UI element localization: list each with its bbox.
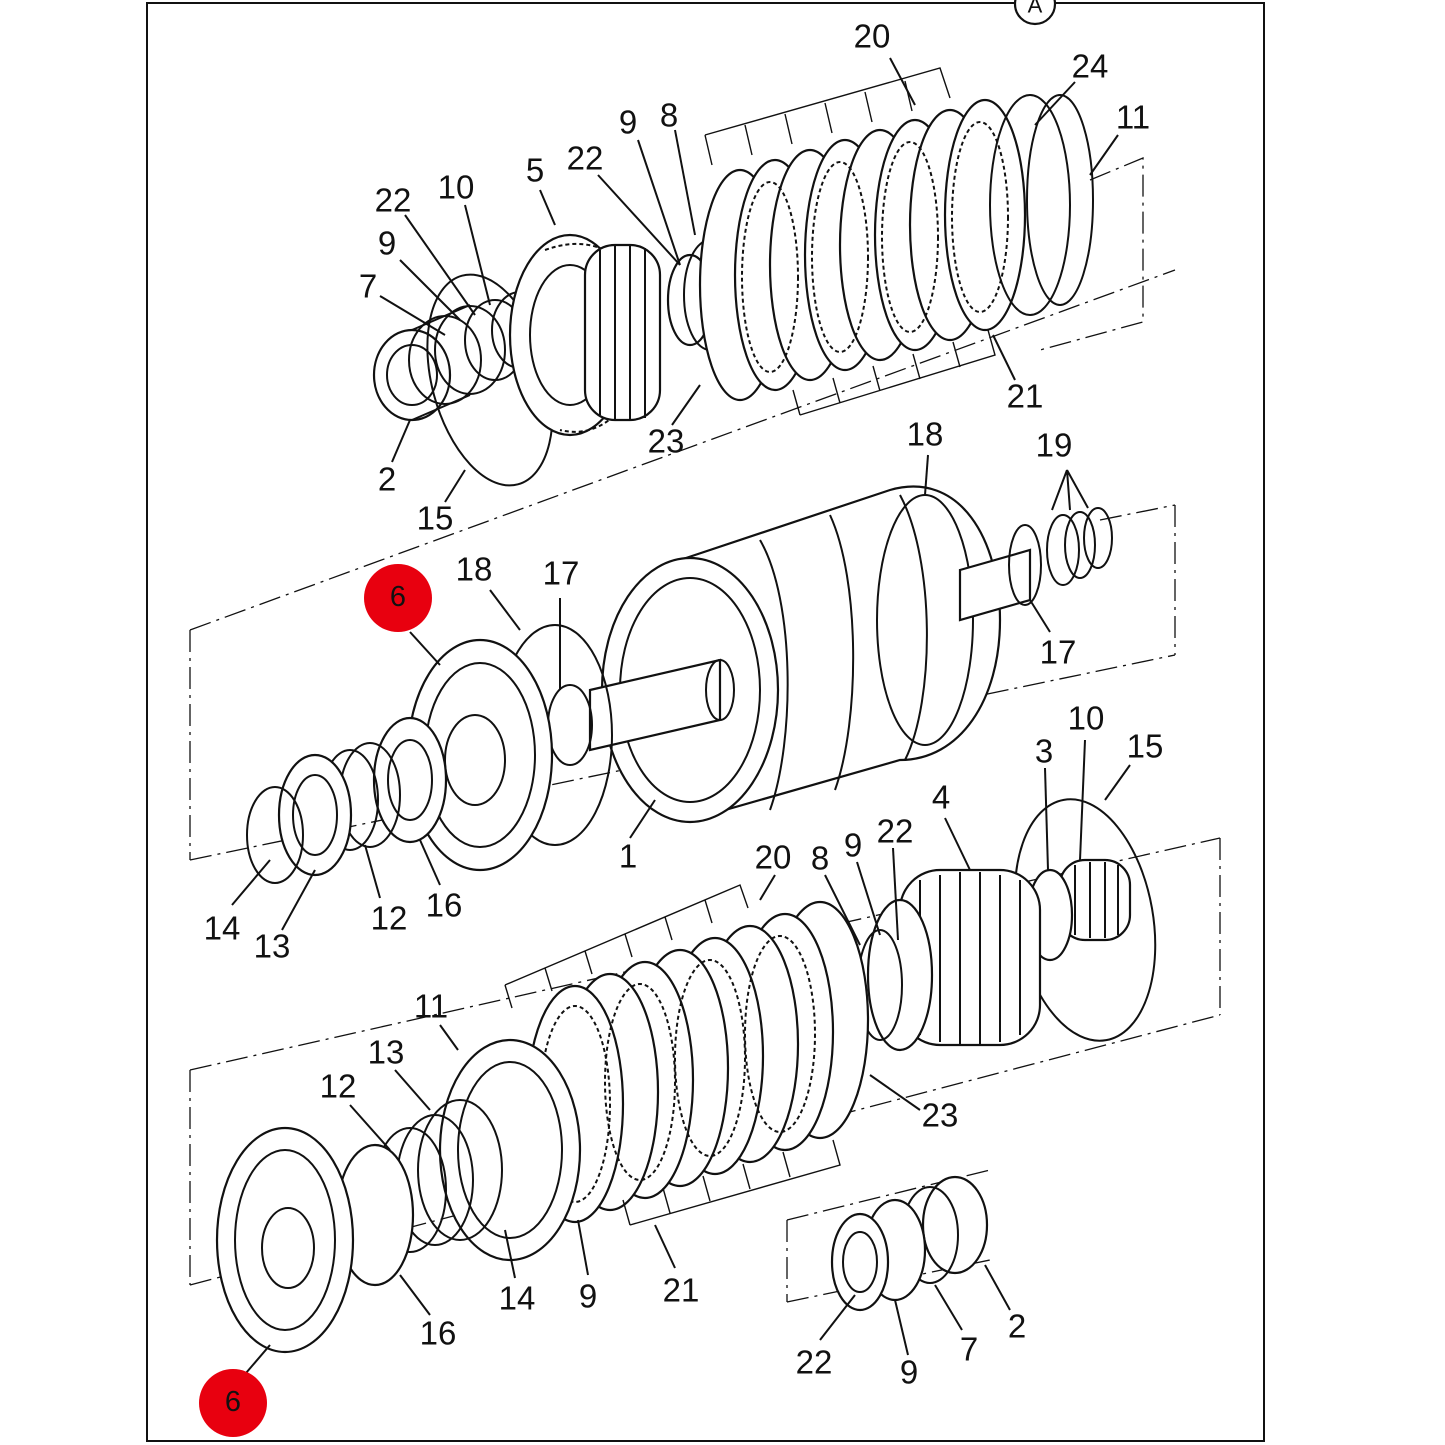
highlighted-callouts: 6 6: [199, 564, 432, 1437]
part-13-mid: [277, 753, 353, 877]
part-13-bot: [417, 1099, 503, 1241]
callout-label: 4: [932, 779, 950, 816]
callout-label: 21: [663, 1272, 700, 1309]
callout-label: 23: [648, 423, 685, 460]
callout-labels: 20 24 11 9 8 22 5 22 10 9 7 2 15 23 21 1…: [204, 18, 1164, 1391]
part-24-top: [989, 94, 1071, 316]
callout-label: 16: [420, 1315, 457, 1352]
callout-label: 7: [960, 1331, 978, 1368]
part-6-bot: [215, 1126, 355, 1354]
callout-label: 11: [414, 988, 448, 1025]
callout-label: 10: [1068, 700, 1105, 737]
callout-label: 5: [526, 152, 544, 189]
part-19-mid: [1083, 507, 1113, 569]
part-11-bot: [438, 1038, 582, 1262]
callout-label: 10: [438, 169, 475, 206]
callout-label: 9: [378, 225, 396, 262]
corner-marker: A: [1013, 0, 1057, 26]
callout-label: 14: [204, 910, 241, 947]
callout-label: 3: [1035, 733, 1053, 770]
callout-label: 2: [378, 461, 396, 498]
callout-label: 8: [811, 840, 829, 877]
callout-label: 22: [567, 140, 604, 177]
highlight-label: 6: [225, 1386, 241, 1418]
middle-assembly: [246, 485, 1113, 884]
callout-label: 15: [1127, 728, 1164, 765]
callout-label: 17: [543, 555, 580, 592]
callout-label: 18: [456, 551, 493, 588]
highlight-dot: [199, 1369, 267, 1437]
callout-label: 20: [755, 839, 792, 876]
bottom-assembly: [215, 798, 1157, 1354]
callout-label: 13: [368, 1034, 405, 1071]
callout-label: 16: [426, 887, 463, 924]
callout-label: 13: [254, 928, 291, 965]
callout-label: 11: [1116, 99, 1150, 136]
top-assembly: [372, 67, 1094, 487]
highlight-6-middle[interactable]: 6: [364, 564, 432, 632]
callout-label: 9: [579, 1278, 597, 1315]
part-17-mid-left: [547, 684, 593, 766]
callout-label: 22: [796, 1344, 833, 1381]
callout-label: 18: [907, 416, 944, 453]
part-14-mid: [246, 786, 304, 884]
part-2-bot: [921, 1175, 989, 1275]
callout-label: 7: [359, 268, 377, 305]
callout-label: 24: [1072, 48, 1109, 85]
corner-marker-label: A: [1028, 0, 1043, 18]
callout-label: 9: [900, 1354, 918, 1391]
callout-label: 9: [844, 827, 862, 864]
part-17-mid-right: [1008, 524, 1042, 606]
callout-label: 15: [417, 500, 454, 537]
callout-label: 23: [922, 1097, 959, 1134]
callout-label: 21: [1007, 378, 1044, 415]
callout-label: 1: [619, 838, 637, 875]
callout-label: 22: [877, 813, 914, 850]
callout-label: 12: [371, 900, 408, 937]
callout-label: 2: [1008, 1308, 1026, 1345]
part-14-bot: [457, 1061, 563, 1239]
highlight-6-bottom[interactable]: 6: [199, 1369, 267, 1437]
callout-label: 9: [619, 104, 637, 141]
callout-label: 12: [320, 1068, 357, 1105]
leader-lines: [231, 57, 1131, 1381]
callout-label: 14: [499, 1280, 536, 1317]
part-22-bot: [830, 1212, 890, 1312]
part-11-top: [1026, 94, 1094, 306]
callout-label: 22: [375, 182, 412, 219]
diagram-frame: [146, 2, 1265, 1442]
callout-label: 20: [854, 18, 891, 55]
callout-label: 19: [1036, 427, 1073, 464]
callout-label: 17: [1040, 634, 1077, 671]
highlight-dot: [364, 564, 432, 632]
part-16-mid: [372, 716, 448, 844]
callout-label: 8: [660, 97, 678, 134]
highlight-label: 6: [390, 581, 406, 613]
